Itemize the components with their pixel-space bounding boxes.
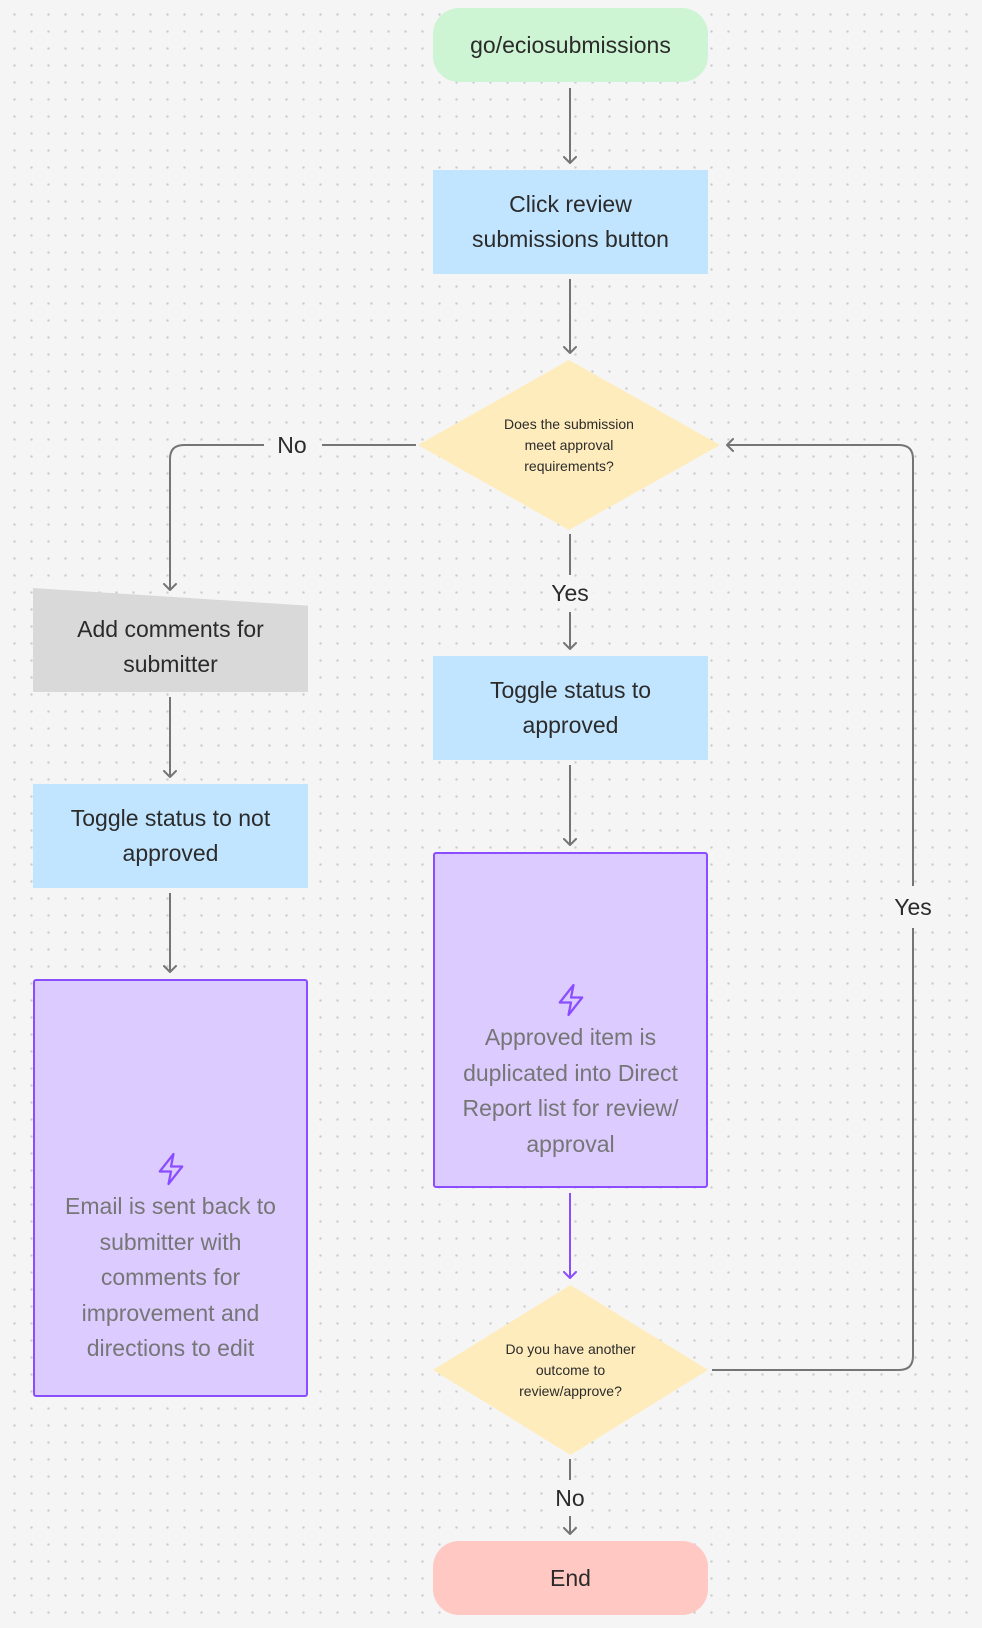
toggle-not-approved-process[interactable]: Toggle status to not approved <box>33 784 308 888</box>
toggle-approved-process[interactable]: Toggle status to approved <box>433 656 708 760</box>
meets-requirements-label: Does the submission meet approval requir… <box>504 415 634 474</box>
start-terminal[interactable]: go/eciosubmissions <box>433 8 708 82</box>
decision-diamond-shape <box>418 360 720 530</box>
email-sent-label: Email is sent back to submitter with com… <box>65 1193 276 1361</box>
end-terminal-label: End <box>550 1564 591 1591</box>
toggle-not-approved-label: Toggle status to not approved <box>70 805 271 866</box>
lightning-bolt-icon <box>558 983 583 1017</box>
edge-label-no-bottom: No <box>551 1483 589 1513</box>
meets-requirements-decision[interactable]: Does the submission meet approval requir… <box>418 360 720 530</box>
toggle-approved-label: Toggle status to approved <box>489 677 652 738</box>
edge-label-yes-loop: Yes <box>890 892 936 922</box>
another-outcome-label: Do you have another outcome to review/ap… <box>505 1340 636 1399</box>
start-terminal-label: go/eciosubmissions <box>470 31 671 58</box>
click-review-process[interactable]: Click review submissions button <box>433 170 708 274</box>
email-sent-automation[interactable]: Email is sent back to submitter with com… <box>33 979 308 1397</box>
end-terminal[interactable]: End <box>433 1541 708 1615</box>
lightning-bolt-icon <box>158 1152 183 1186</box>
approved-duplicated-automation[interactable]: Approved item is duplicated into Direct … <box>433 852 708 1188</box>
add-comments-manual-input[interactable]: Add comments for submitter <box>33 588 308 692</box>
approved-duplicated-label: Approved item is duplicated into Direct … <box>462 1024 679 1157</box>
another-outcome-decision[interactable]: Do you have another outcome to review/ap… <box>433 1285 708 1455</box>
edge-decision-no-left <box>170 444 416 590</box>
edge-loop-yes <box>712 445 914 1371</box>
edge-label-no-left: No <box>273 430 311 460</box>
decision-diamond-shape <box>433 1285 708 1455</box>
click-review-label: Click review submissions button <box>472 191 669 252</box>
edge-label-yes-middle: Yes <box>547 578 593 608</box>
add-comments-label: Add comments for submitter <box>77 616 264 677</box>
